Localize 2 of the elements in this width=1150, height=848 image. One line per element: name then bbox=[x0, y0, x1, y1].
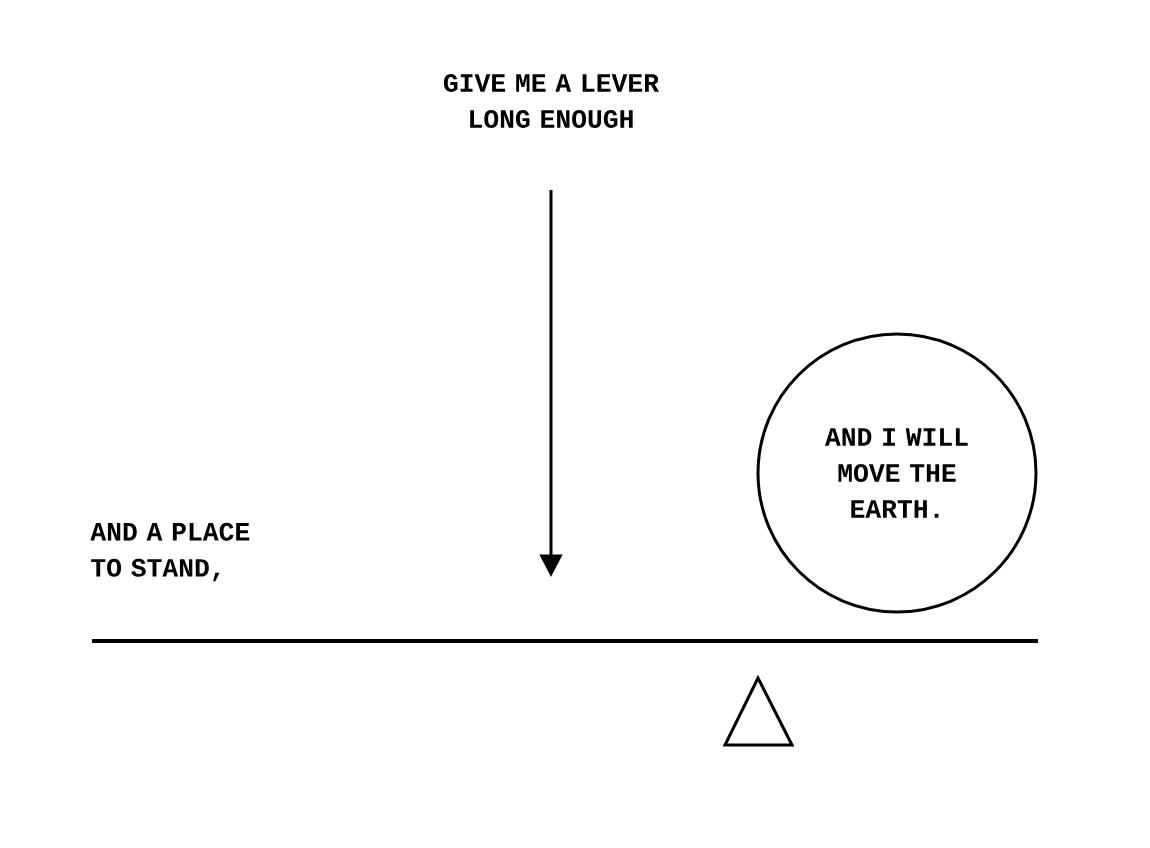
caption-text: AND A PLACE TO STAND, bbox=[90, 522, 250, 582]
caption-text: GIVE ME A LEVER LONG ENOUGH bbox=[443, 74, 659, 128]
